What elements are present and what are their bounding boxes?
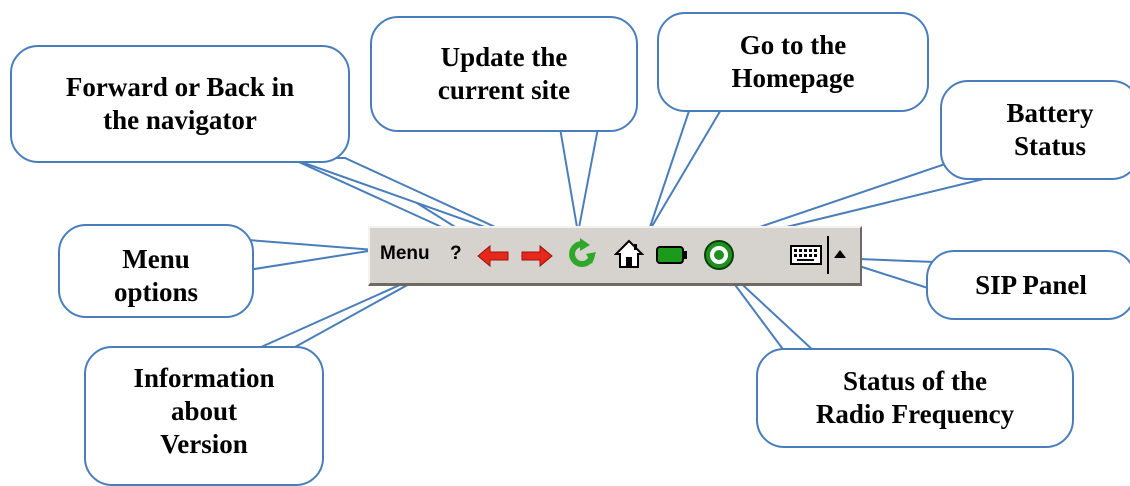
sip-panel-callout: SIP Panel bbox=[926, 250, 1130, 320]
menu-button[interactable]: Menu bbox=[380, 243, 430, 264]
menu-pointer bbox=[247, 238, 376, 272]
help-button[interactable]: ? bbox=[450, 243, 462, 264]
update-pointer bbox=[558, 127, 600, 234]
forward-arrow-icon[interactable] bbox=[520, 243, 554, 274]
toolbar-divider bbox=[827, 236, 829, 274]
home-icon[interactable] bbox=[613, 238, 645, 275]
battery-icon bbox=[655, 244, 689, 271]
back-arrow-icon[interactable] bbox=[476, 243, 510, 274]
radio-signal-icon bbox=[702, 238, 736, 277]
triangle-up-icon[interactable] bbox=[833, 246, 847, 264]
browser-toolbar: Menu ? bbox=[368, 226, 862, 286]
keyboard-icon[interactable] bbox=[790, 244, 824, 271]
refresh-icon[interactable] bbox=[566, 238, 598, 277]
home-pointer bbox=[647, 107, 724, 234]
